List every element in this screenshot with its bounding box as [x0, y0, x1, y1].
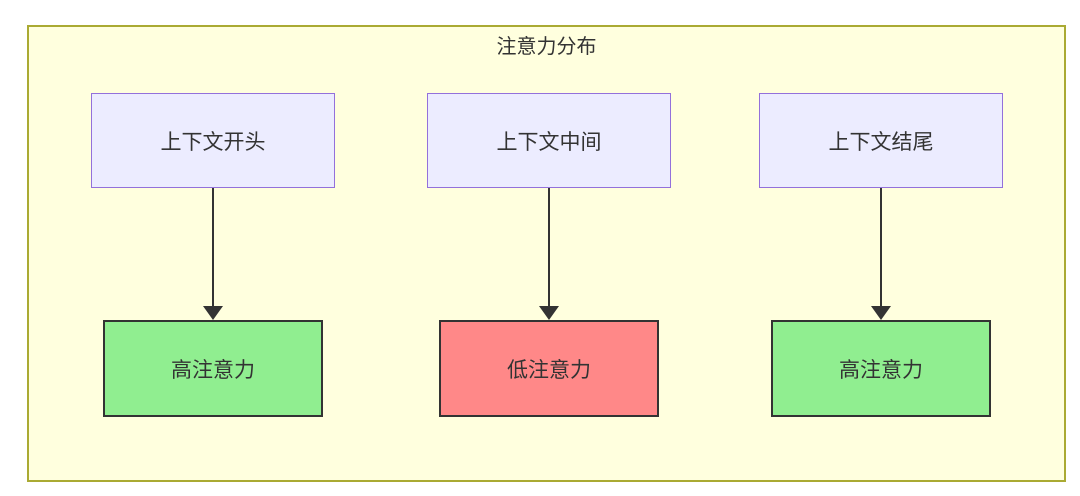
arrow-head-icon — [539, 306, 559, 320]
source-node-context-end: 上下文结尾 — [759, 93, 1003, 188]
arrow-down — [759, 188, 1003, 320]
result-node-label: 高注意力 — [171, 358, 255, 382]
arrow-line — [212, 188, 214, 307]
result-node-high-attention: 高注意力 — [103, 320, 323, 417]
result-node-label: 低注意力 — [507, 358, 591, 382]
flow-column-end: 上下文结尾 高注意力 — [759, 93, 1003, 417]
flow-column-begin: 上下文开头 高注意力 — [91, 93, 335, 417]
source-node-label: 上下文中间 — [496, 130, 602, 154]
result-node-low-attention: 低注意力 — [439, 320, 659, 417]
arrow-line — [880, 188, 882, 307]
arrow-line — [548, 188, 550, 307]
source-node-label: 上下文开头 — [160, 130, 266, 154]
result-node-high-attention: 高注意力 — [771, 320, 991, 417]
flow-column-middle: 上下文中间 低注意力 — [427, 93, 671, 417]
arrow-head-icon — [203, 306, 223, 320]
arrow-down — [91, 188, 335, 320]
diagram-title: 注意力分布 — [496, 36, 597, 58]
arrow-down — [427, 188, 671, 320]
result-node-label: 高注意力 — [839, 358, 923, 382]
source-node-context-begin: 上下文开头 — [91, 93, 335, 188]
source-node-label: 上下文结尾 — [828, 130, 934, 154]
attention-distribution-cluster: 注意力分布 上下文开头 高注意力 上下文中间 低注意力 — [27, 25, 1066, 482]
arrow-head-icon — [871, 306, 891, 320]
source-node-context-middle: 上下文中间 — [427, 93, 671, 188]
